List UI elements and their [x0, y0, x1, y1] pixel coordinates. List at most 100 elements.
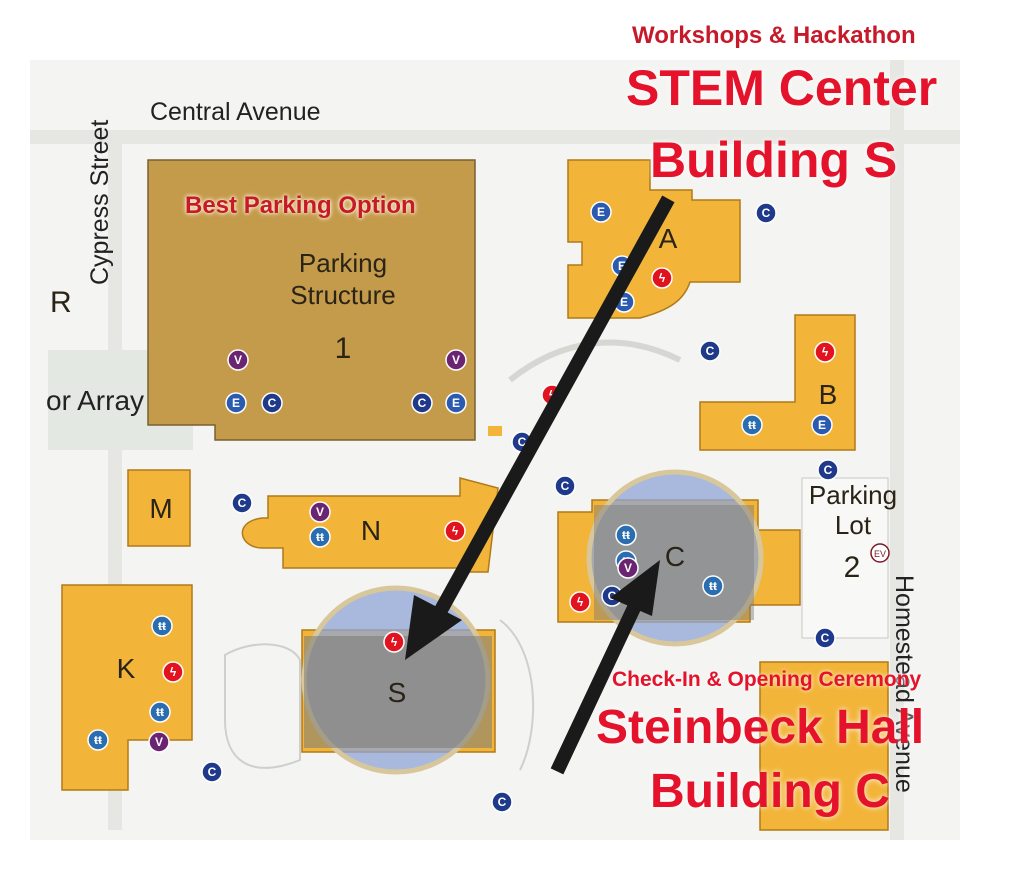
campus-safety-glyph: C	[208, 765, 217, 779]
steinbeck-building-c-title: Building C	[650, 765, 890, 818]
arrow-to-building-c	[550, 560, 660, 775]
emergency-phone-icon	[225, 392, 247, 414]
vending-icon	[309, 501, 331, 523]
building-s-label: S	[388, 677, 407, 708]
power-icon	[383, 631, 405, 653]
restroom-icon	[702, 575, 724, 597]
central-avenue-label: Central Avenue	[150, 98, 321, 126]
emergency-phone-icon	[445, 392, 467, 414]
power-glyph: ϟ	[391, 635, 398, 649]
ev-charging-icon	[870, 543, 890, 563]
vending-glyph: V	[316, 505, 324, 519]
restroom-glyph: ŧŧ	[709, 579, 717, 593]
vending-glyph: V	[452, 353, 460, 367]
power-glyph: ϟ	[659, 271, 666, 285]
arrow-to-building-s	[405, 195, 675, 660]
campus-safety-icon	[411, 392, 433, 414]
campus-safety-icon	[231, 492, 253, 514]
building-k-label: K	[117, 653, 136, 684]
campus-safety-glyph: C	[824, 463, 833, 477]
power-icon	[814, 341, 836, 363]
checkin-callout: Check-In & Opening Ceremony	[612, 668, 922, 691]
building-m-label: M	[149, 493, 172, 524]
campus-safety-icon	[814, 627, 836, 649]
power-icon	[162, 661, 184, 683]
small-kiosk	[488, 426, 502, 436]
vending-glyph: V	[624, 561, 632, 575]
best-parking-callout: Best Parking Option	[185, 192, 416, 219]
campus-safety-icon	[699, 340, 721, 362]
campus-safety-glyph: C	[821, 631, 830, 645]
power-glyph: ϟ	[452, 524, 459, 538]
emergency-phone-icon	[811, 414, 833, 436]
building-a-label: A	[659, 223, 678, 254]
restroom-glyph: ŧŧ	[158, 619, 166, 633]
map-icons: CEEϟECϟŧŧECVVECCECϟCCVŧŧϟŧŧŧŧVϟCŧŧCŧŧϟŧŧ…	[87, 201, 839, 813]
campus-safety-icon	[755, 202, 777, 224]
restroom-icon	[87, 729, 109, 751]
campus-safety-glyph: C	[706, 344, 715, 358]
parking-lot-number: 2	[844, 551, 861, 584]
campus-safety-icon	[261, 392, 283, 414]
campus-safety-icon	[817, 459, 839, 481]
power-glyph: ϟ	[170, 665, 177, 679]
emergency-phone-glyph: E	[597, 205, 605, 219]
power-icon	[651, 267, 673, 289]
building-c-label: C	[665, 541, 685, 572]
building-s-shade	[304, 636, 492, 748]
campus-safety-glyph: C	[561, 479, 570, 493]
arrow-head-c	[610, 560, 660, 616]
vending-glyph: V	[155, 735, 163, 749]
vending-icon	[617, 557, 639, 579]
building-bottom-right	[759, 661, 889, 831]
restroom-glyph: ŧŧ	[316, 530, 324, 544]
stem-building-s-title: Building S	[650, 132, 898, 188]
campus-safety-glyph: C	[762, 206, 771, 220]
power-glyph: ϟ	[577, 595, 584, 609]
restroom-icon	[615, 524, 637, 546]
emergency-phone-glyph: E	[620, 295, 628, 309]
vending-glyph: V	[234, 353, 242, 367]
homestead-avenue-label: Homestead Avenue	[890, 575, 918, 793]
emergency-phone-glyph: E	[452, 396, 460, 410]
area-r-label: R	[50, 286, 72, 319]
ev-charging-label: EV	[874, 549, 886, 559]
parking-structure-label-line2: Structure	[290, 280, 396, 310]
parking-structure-1	[147, 159, 476, 441]
power-icon	[569, 591, 591, 613]
solar-array-label: or Array	[46, 385, 144, 416]
restroom-icon	[309, 526, 331, 548]
building-n	[241, 477, 499, 573]
restroom-glyph: ŧŧ	[156, 705, 164, 719]
cypress-street-label: Cypress Street	[86, 120, 114, 285]
power-glyph: ϟ	[822, 345, 829, 359]
stem-center-title: STEM Center	[626, 60, 938, 116]
campus-safety-glyph: C	[518, 435, 527, 449]
restroom-icon	[151, 615, 173, 637]
parking-lot-label-line1: Parking	[809, 480, 897, 510]
emergency-phone-glyph: E	[618, 259, 626, 273]
steinbeck-hall-title: Steinbeck Hall	[596, 701, 925, 754]
campus-safety-glyph: C	[418, 396, 427, 410]
walkway-s-east	[499, 619, 535, 771]
campus-safety-glyph: C	[498, 795, 507, 809]
campus-safety-icon	[554, 475, 576, 497]
building-n-label: N	[361, 515, 381, 546]
restroom-glyph: ŧŧ	[622, 528, 630, 542]
restroom-icon	[741, 414, 763, 436]
walkway-loop-s	[224, 643, 301, 769]
building-m	[127, 469, 191, 547]
parking-lot-label-line2: Lot	[835, 510, 872, 540]
building-b-label: B	[819, 379, 838, 410]
restroom-icon	[149, 701, 171, 723]
campus-safety-glyph: C	[238, 496, 247, 510]
campus-safety-icon	[201, 761, 223, 783]
campus-safety-icon	[491, 791, 513, 813]
vending-icon	[445, 349, 467, 371]
emergency-phone-glyph: E	[232, 396, 240, 410]
emergency-phone-icon	[590, 201, 612, 223]
campus-safety-glyph: C	[268, 396, 277, 410]
vending-icon	[227, 349, 249, 371]
